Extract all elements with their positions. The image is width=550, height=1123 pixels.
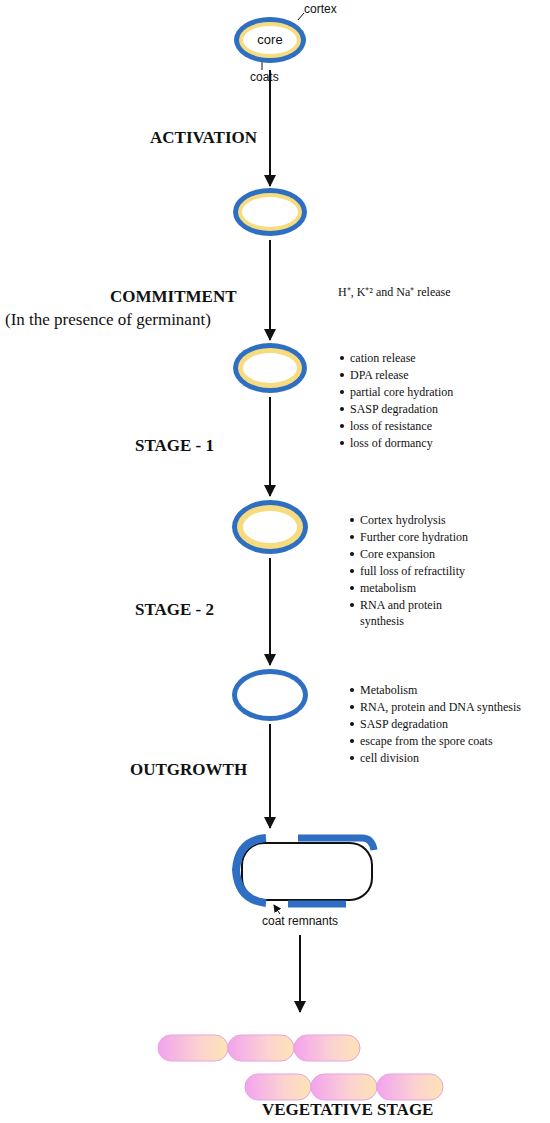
spore-coat [234,17,306,63]
bullet-dot [350,586,354,590]
stage-title: VEGETATIVE STAGE [262,1100,433,1120]
flow-arrow [269,397,271,496]
flow-arrow [269,558,271,665]
vegetative-cell [311,1074,377,1100]
spore-coat [233,343,307,393]
bullet-dot [340,407,344,411]
coat-remnant [236,838,266,903]
event-item: Metabolism [360,682,545,698]
event-item: loss of resistance [350,418,530,434]
spore-coat [232,669,308,721]
event-item: Further core hydration [360,529,482,545]
leader-arrow [274,905,280,914]
part-label: cortex [304,2,337,16]
flow-arrow [269,240,271,340]
flow-arrow [269,724,271,828]
cell-body [242,843,372,900]
spore-cortex [238,193,302,231]
bullet-dot [350,603,354,607]
stage-label: STAGE - 1 [135,436,214,456]
flow-arrow [299,935,301,1012]
event-item: metabolism [360,580,482,596]
coat-remnant [288,901,346,908]
vegetative-cell [377,1074,443,1100]
spore-node: core [233,16,307,64]
bullet-dot [350,739,354,743]
vegetative-cells [158,1035,443,1100]
vegetative-cell [158,1035,228,1061]
event-item: Cortex hydrolysis [360,512,482,528]
event-item: full loss of refractility [360,563,482,579]
stage-label: ACTIVATION [150,128,257,148]
stage-label: OUTGROWTH [130,760,247,780]
bullet-dot [350,756,354,760]
leader-line [262,62,263,70]
event-item: RNA, protein and DNA synthesis [360,699,545,715]
bullet-dot [340,441,344,445]
bullet-dot [350,569,354,573]
bullet-dot [350,535,354,539]
spore [233,343,307,393]
event-item: RNA and protein synthesis [360,597,482,629]
event-item: SASP degradation [350,401,530,417]
spore [232,669,308,721]
node-label: core [233,32,307,47]
coat-remnant [298,838,374,850]
spore-core [243,511,297,543]
bullet-dot [350,688,354,692]
spore-coat [232,500,308,554]
spore-core [243,353,297,383]
part-label: coats [250,70,279,84]
bullet-dot [340,356,344,360]
event-item: escape from the spore coats [360,733,545,749]
spore-core [237,674,303,716]
event-item: Core expansion [360,546,482,562]
bullet-dot [350,722,354,726]
bullet-dot [350,518,354,522]
spore-core [242,197,298,227]
spore-cortex [238,348,302,388]
vegetative-cell [245,1074,311,1100]
event-item: cation release [350,350,530,366]
event-item: cell division [360,750,545,766]
spore [232,500,308,554]
event-item: SASP degradation [360,716,545,732]
vegetative-cell [294,1035,360,1061]
spore-cortex [237,505,303,549]
stage-condition: (In the presence of germinant) [5,310,211,330]
outgrowing-cell [236,838,374,904]
event-note: H⁺, K⁺² and Na⁺ release [338,284,456,300]
bullet-dot [350,705,354,709]
leader-line [298,13,304,20]
event-item: DPA release [350,367,530,383]
stage-label: COMMITMENT [110,287,237,307]
vegetative-cell [228,1035,294,1061]
bullet-dot [350,552,354,556]
bullet-dot [340,424,344,428]
stage-label: STAGE - 2 [135,600,214,620]
bullet-dot [340,390,344,394]
event-item: partial core hydration [350,384,530,400]
event-item: loss of dormancy [350,435,530,451]
bullet-dot [340,373,344,377]
part-label: coat remnants [262,914,338,928]
flow-arrow [269,70,271,186]
spore-coat [233,188,307,236]
spore [233,188,307,236]
